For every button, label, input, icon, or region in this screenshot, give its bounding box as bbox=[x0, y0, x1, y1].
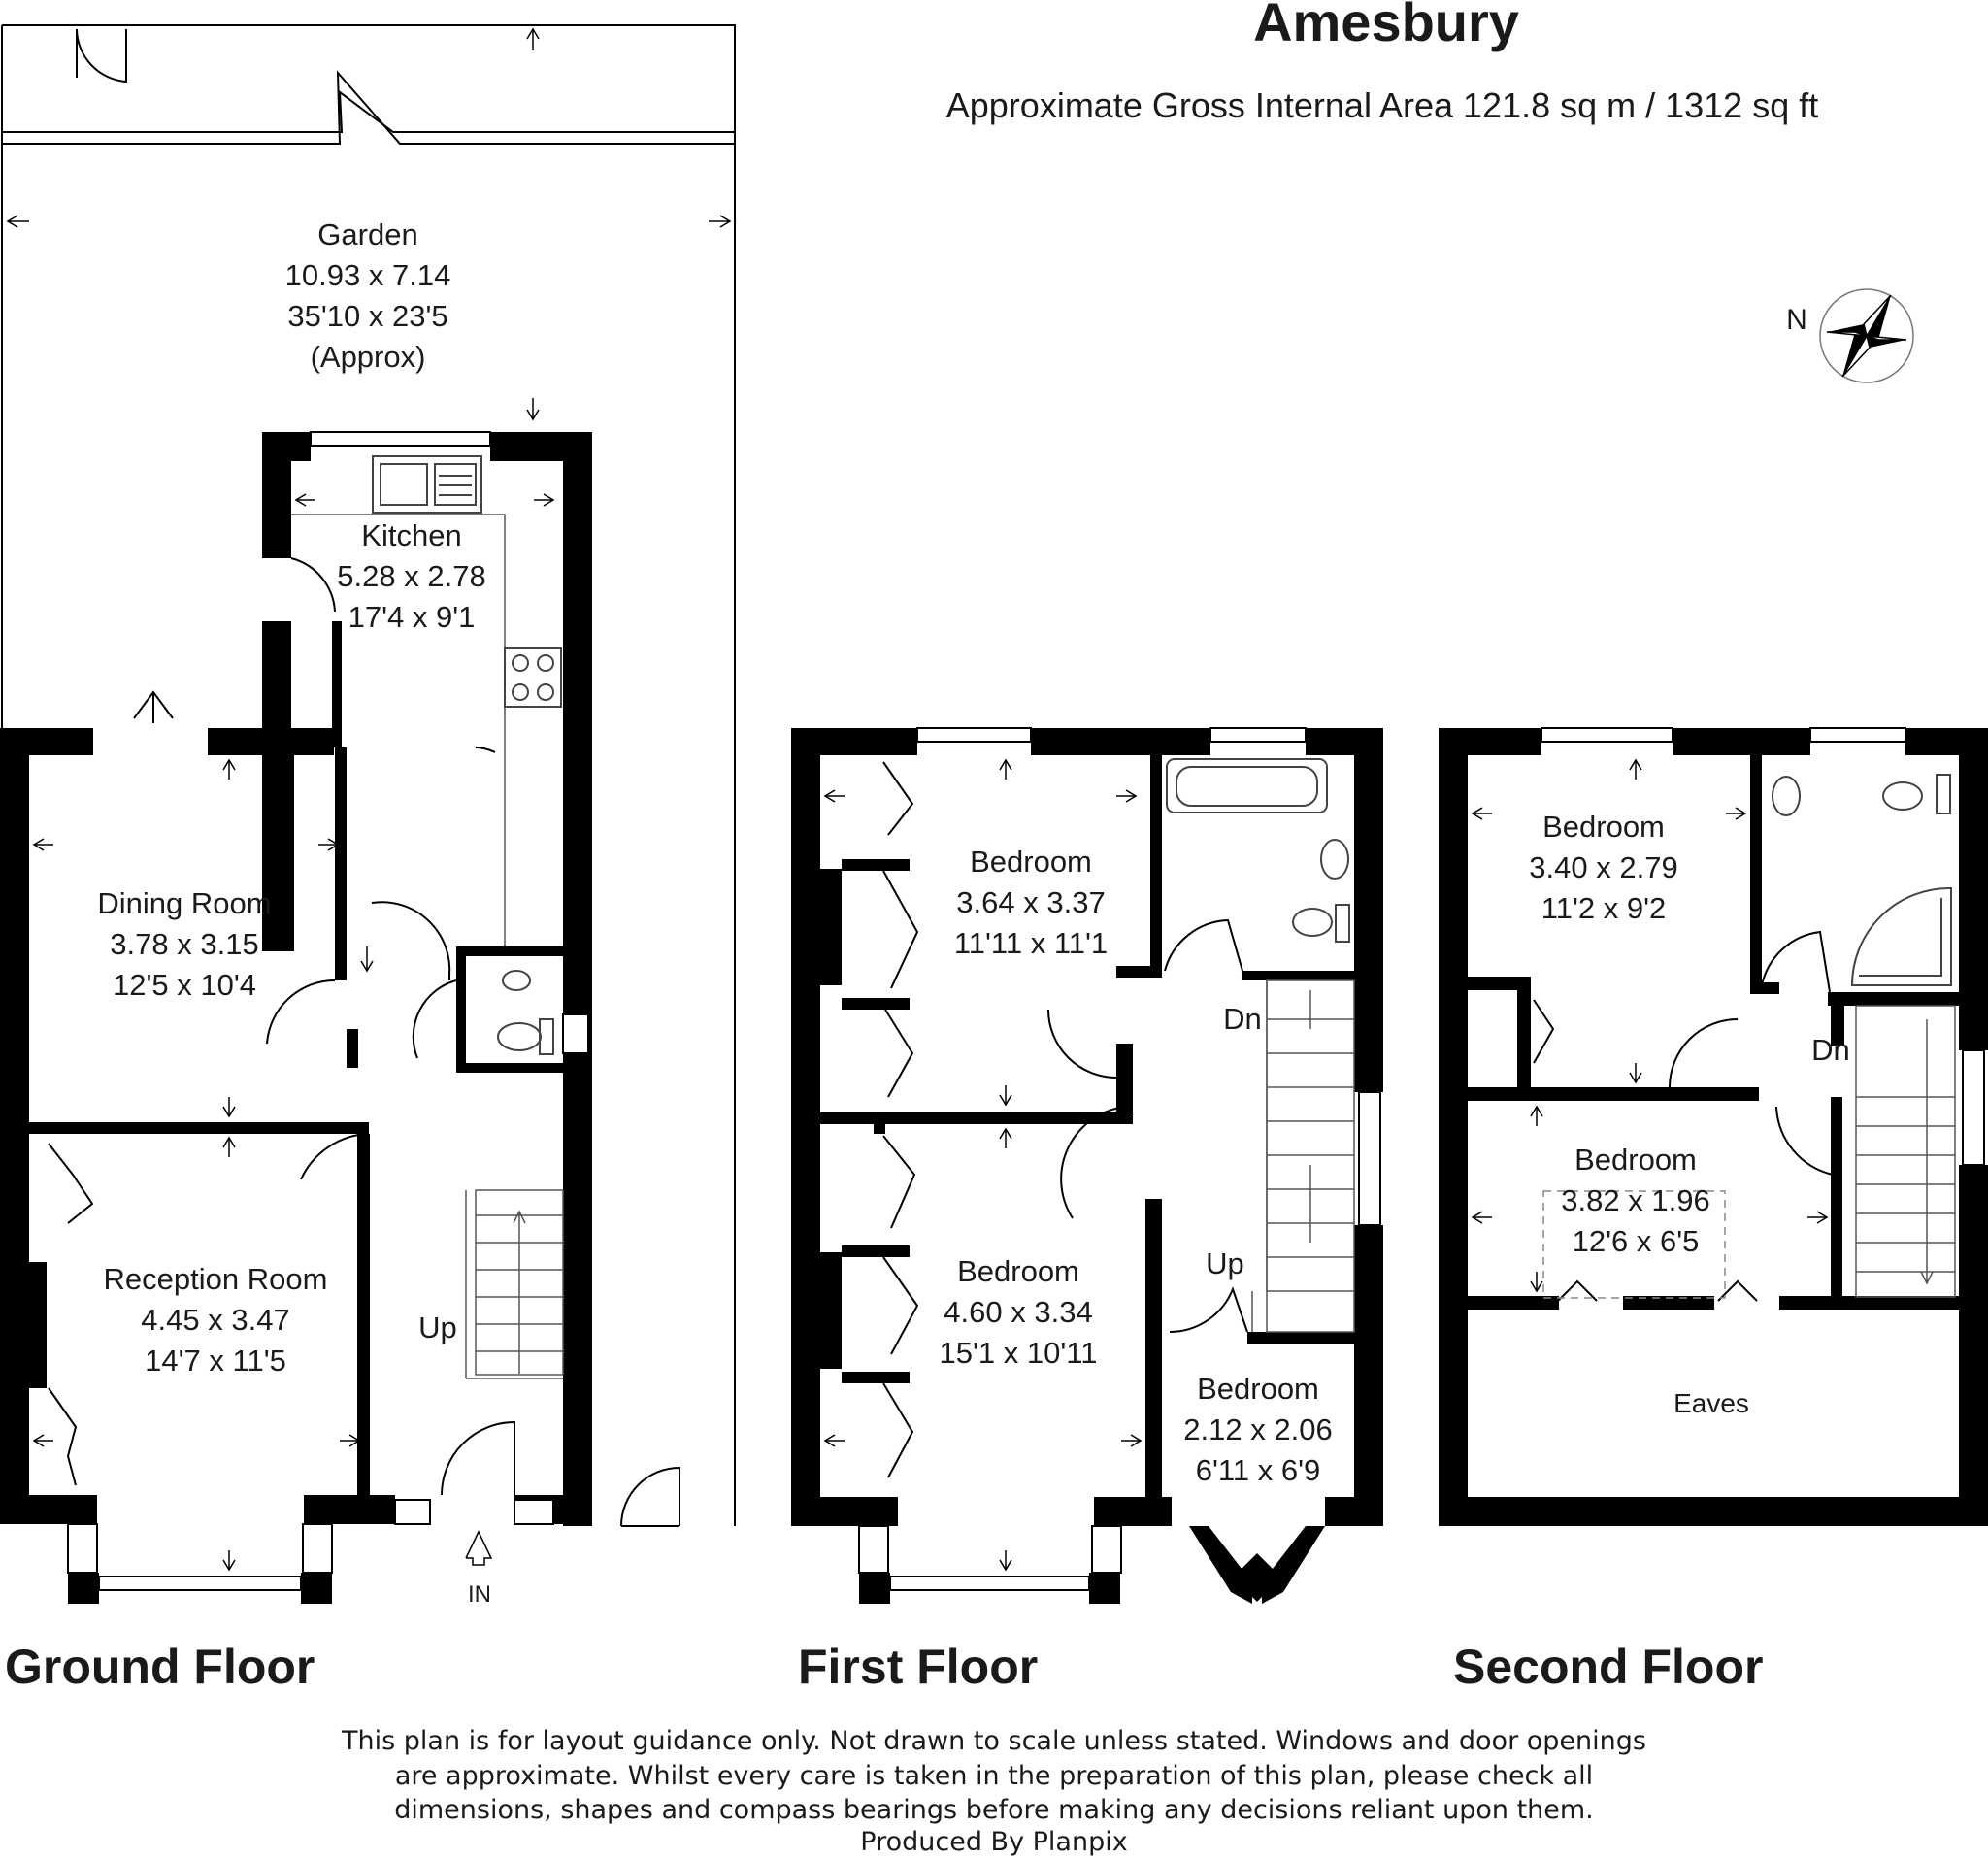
garden-metric: 10.93 x 7.14 bbox=[285, 258, 451, 292]
reception-room-imperial: 14'7 x 11'5 bbox=[145, 1344, 286, 1378]
plan-subtitle: Approximate Gross Internal Area 121.8 sq… bbox=[946, 85, 1818, 125]
eaves-label: Eaves bbox=[1673, 1388, 1749, 1418]
second-stairs-down-label: Dn bbox=[1811, 1033, 1850, 1067]
first-floor-plan bbox=[791, 727, 1383, 1604]
disclaimer-line-1: This plan is for layout guidance only. N… bbox=[341, 1726, 1646, 1756]
ground-stairs-up-label: Up bbox=[418, 1311, 457, 1344]
first-bedroom-front-name: Bedroom bbox=[970, 845, 1092, 879]
disclaimer-line-3: dimensions, shapes and compass bearings … bbox=[394, 1795, 1594, 1825]
first-bedroom-main-imperial: 15'1 x 10'11 bbox=[940, 1336, 1098, 1370]
dining-room-name: Dining Room bbox=[97, 886, 271, 920]
ground-floor-plan bbox=[0, 24, 736, 1604]
plan-title: Amesbury bbox=[1253, 0, 1519, 52]
first-bedroom-front-imperial: 11'11 x 11'1 bbox=[954, 926, 1108, 960]
kitchen-metric: 5.28 x 2.78 bbox=[337, 559, 485, 593]
first-bedroom-front-metric: 3.64 x 3.37 bbox=[956, 885, 1105, 919]
second-bedroom-b-imperial: 12'6 x 6'5 bbox=[1573, 1224, 1700, 1258]
garden-imperial: 35'10 x 23'5 bbox=[287, 299, 447, 333]
second-bedroom-a-imperial: 11'2 x 9'2 bbox=[1541, 891, 1666, 925]
disclaimer-line-2: are approximate. Whilst every care is ta… bbox=[395, 1761, 1593, 1791]
second-floor-label: Second Floor bbox=[1453, 1640, 1763, 1694]
ground-floor-label: Ground Floor bbox=[5, 1640, 315, 1694]
kitchen-imperial: 17'4 x 9'1 bbox=[348, 600, 476, 634]
first-bedroom-small-name: Bedroom bbox=[1197, 1372, 1319, 1406]
first-bedroom-main-metric: 4.60 x 3.34 bbox=[944, 1295, 1092, 1329]
second-floor-plan bbox=[1439, 727, 1988, 1526]
compass-icon bbox=[1819, 288, 1914, 383]
garden-note: (Approx) bbox=[311, 340, 426, 374]
first-floor-label: First Floor bbox=[798, 1640, 1038, 1694]
second-bedroom-a-metric: 3.40 x 2.79 bbox=[1529, 850, 1677, 884]
dining-room-imperial: 12'5 x 10'4 bbox=[113, 968, 256, 1002]
first-bedroom-small-imperial: 6'11 x 6'9 bbox=[1196, 1453, 1320, 1487]
second-dimension-arrows bbox=[1471, 758, 1829, 1293]
reception-room-metric: 4.45 x 3.47 bbox=[141, 1303, 289, 1337]
garden-name: Garden bbox=[317, 217, 417, 251]
disclaimer-credit: Produced By Planpix bbox=[860, 1827, 1127, 1857]
first-stairs-down-label: Dn bbox=[1223, 1002, 1262, 1036]
first-stairs-up-label: Up bbox=[1206, 1246, 1244, 1280]
ground-dimension-arrows bbox=[32, 493, 555, 1572]
second-bedroom-b-metric: 3.82 x 1.96 bbox=[1561, 1183, 1709, 1217]
second-bedroom-b-name: Bedroom bbox=[1574, 1143, 1697, 1177]
first-bedroom-small-metric: 2.12 x 2.06 bbox=[1183, 1412, 1332, 1446]
second-bedroom-a-name: Bedroom bbox=[1542, 810, 1665, 844]
first-dimension-arrows bbox=[823, 758, 1143, 1572]
first-bedroom-main-name: Bedroom bbox=[957, 1254, 1079, 1288]
entrance-label: IN bbox=[468, 1581, 491, 1608]
kitchen-name: Kitchen bbox=[361, 518, 461, 552]
dining-room-metric: 3.78 x 3.15 bbox=[110, 927, 258, 961]
reception-room-name: Reception Room bbox=[104, 1262, 328, 1296]
compass-north-label: N bbox=[1786, 304, 1807, 336]
